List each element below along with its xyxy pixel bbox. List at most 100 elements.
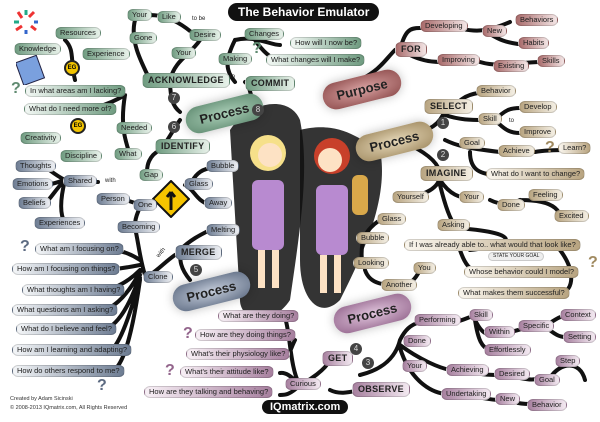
node-bubble[interactable]: Bubble <box>356 232 390 244</box>
node-your[interactable]: Your <box>459 191 485 203</box>
node-gap[interactable]: Gap <box>139 169 164 181</box>
node-experience[interactable]: Experience <box>82 48 130 60</box>
node-more-of-question[interactable]: What do I need more of? <box>24 103 117 115</box>
node-goal[interactable]: Goal <box>459 137 485 149</box>
node-curious[interactable]: Curious <box>285 378 321 390</box>
node-done[interactable]: Done <box>403 335 431 347</box>
node-get[interactable]: GET <box>322 351 354 366</box>
node-for[interactable]: FOR <box>395 42 427 57</box>
node-asking[interactable]: Asking <box>437 219 470 231</box>
node-specific[interactable]: Specific <box>518 320 555 332</box>
node-learning-question[interactable]: How am I learning and adapting? <box>12 344 133 356</box>
node-making[interactable]: Making <box>218 53 253 65</box>
site-logo[interactable]: IQmatrix.com <box>262 400 349 414</box>
node-talking-question[interactable]: How are they talking and behaving? <box>144 386 274 398</box>
node-doing-question[interactable]: What are they doing? <box>218 310 300 322</box>
node-step[interactable]: Step <box>555 355 581 367</box>
node-knowledge[interactable]: Knowledge <box>14 43 62 55</box>
node-needed[interactable]: Needed <box>116 122 153 134</box>
node-focusing-things-question[interactable]: How am I focusing on things? <box>12 263 121 275</box>
node-merge[interactable]: MERGE <box>175 245 222 260</box>
node-like[interactable]: Like <box>157 11 181 23</box>
node-model-question[interactable]: Whose behavior could I model? <box>464 266 580 278</box>
node-focusing-on-question[interactable]: What am I focusing on? <box>35 243 124 255</box>
node-develop[interactable]: Develop <box>519 101 557 113</box>
node-what[interactable]: What <box>114 148 142 160</box>
node-creativity[interactable]: Creativity <box>20 132 62 144</box>
node-person[interactable]: Person <box>96 193 130 205</box>
node-changes[interactable]: Changes <box>244 28 285 40</box>
node-already-able-question[interactable]: If I was already able to.. what would th… <box>404 239 581 251</box>
node-attitude-question[interactable]: What's their attitude like? <box>180 366 274 378</box>
node-now-be-question[interactable]: How will I now be? <box>290 37 363 49</box>
node-what-changes-question[interactable]: What changes will I make? <box>266 54 366 66</box>
node-doing-things-question[interactable]: How are they doing things? <box>195 329 296 341</box>
node-experiences[interactable]: Experiences <box>34 217 86 229</box>
node-improving[interactable]: Improving <box>437 54 480 66</box>
node-beliefs[interactable]: Beliefs <box>18 197 51 209</box>
node-believe-question[interactable]: What do I believe and feel? <box>16 323 117 335</box>
node-shared[interactable]: Shared <box>63 175 98 187</box>
node-looking[interactable]: Looking <box>353 257 390 269</box>
node-behaviors[interactable]: Behaviors <box>515 14 559 26</box>
node-desire[interactable]: Desire <box>189 29 221 41</box>
node-desired[interactable]: Desired <box>494 368 530 380</box>
node-performing[interactable]: Performing <box>414 314 461 326</box>
node-behavior[interactable]: Behavior <box>527 399 567 411</box>
node-feeling[interactable]: Feeling <box>528 189 563 201</box>
node-successful-question[interactable]: What makes them successful? <box>458 287 570 299</box>
node-lacking-question[interactable]: In what areas am I lacking? <box>25 85 127 97</box>
node-acknowledge[interactable]: ACKNOWLEDGE <box>142 73 230 88</box>
node-emotions[interactable]: Emotions <box>12 178 54 190</box>
node-effortlessly[interactable]: Effortlessly <box>484 344 531 356</box>
node-your[interactable]: Your <box>402 360 428 372</box>
node-clone[interactable]: Clone <box>143 271 173 283</box>
node-physiology-question[interactable]: What's their physiology like? <box>186 348 291 360</box>
node-developing[interactable]: Developing <box>420 20 468 32</box>
node-setting[interactable]: Setting <box>563 331 597 343</box>
node-skill[interactable]: Skill <box>478 113 502 125</box>
node-achieve[interactable]: Achieve <box>498 145 535 157</box>
node-existing[interactable]: Existing <box>493 60 530 72</box>
node-discipline[interactable]: Discipline <box>60 150 103 162</box>
node-achieving[interactable]: Achieving <box>446 364 489 376</box>
node-another[interactable]: Another <box>381 279 418 291</box>
node-questions-question[interactable]: What questions am I asking? <box>12 304 119 316</box>
node-resources[interactable]: Resources <box>55 27 101 39</box>
node-one[interactable]: One <box>133 199 158 211</box>
node-new[interactable]: New <box>482 25 508 37</box>
node-thoughts-question[interactable]: What thoughts am I having? <box>22 284 126 296</box>
node-thoughts[interactable]: Thoughts <box>15 160 57 172</box>
node-bubble[interactable]: Bubble <box>206 160 240 172</box>
node-skills[interactable]: Skills <box>537 55 565 67</box>
node-gone[interactable]: Gone <box>129 32 158 44</box>
node-you[interactable]: You <box>413 262 436 274</box>
node-your[interactable]: Your <box>127 9 153 21</box>
node-context[interactable]: Context <box>560 309 596 321</box>
node-others-question[interactable]: How do others respond to me? <box>12 365 125 377</box>
node-new[interactable]: New <box>495 393 521 405</box>
node-commit[interactable]: COMMIT <box>245 76 296 91</box>
node-skill[interactable]: Skill <box>469 309 493 321</box>
node-melting[interactable]: Melting <box>206 224 241 236</box>
node-excited[interactable]: Excited <box>554 210 589 222</box>
node-habits[interactable]: Habits <box>518 37 550 49</box>
node-your[interactable]: Your <box>171 47 197 59</box>
node-behavior[interactable]: Behavior <box>476 85 516 97</box>
node-away[interactable]: Away <box>204 197 233 209</box>
node-glass[interactable]: Glass <box>377 213 407 225</box>
node-becoming[interactable]: Becoming <box>117 221 161 233</box>
node-within[interactable]: Within <box>484 326 515 338</box>
node-undertaking[interactable]: Undertaking <box>441 388 492 400</box>
node-imagine[interactable]: IMAGINE <box>420 166 473 181</box>
node-observe[interactable]: OBSERVE <box>352 382 410 397</box>
node-want-change-question[interactable]: What do I want to change? <box>486 168 586 180</box>
node-select[interactable]: SELECT <box>424 99 474 114</box>
node-identify[interactable]: IDENTIFY <box>155 139 211 154</box>
node-glass[interactable]: Glass <box>184 178 214 190</box>
node-yourself[interactable]: Yourself <box>392 191 429 203</box>
node-goal[interactable]: Goal <box>534 374 560 386</box>
node-learn-question[interactable]: Learn? <box>558 142 592 154</box>
node-done[interactable]: Done <box>497 199 525 211</box>
node-improve[interactable]: Improve <box>519 126 557 138</box>
